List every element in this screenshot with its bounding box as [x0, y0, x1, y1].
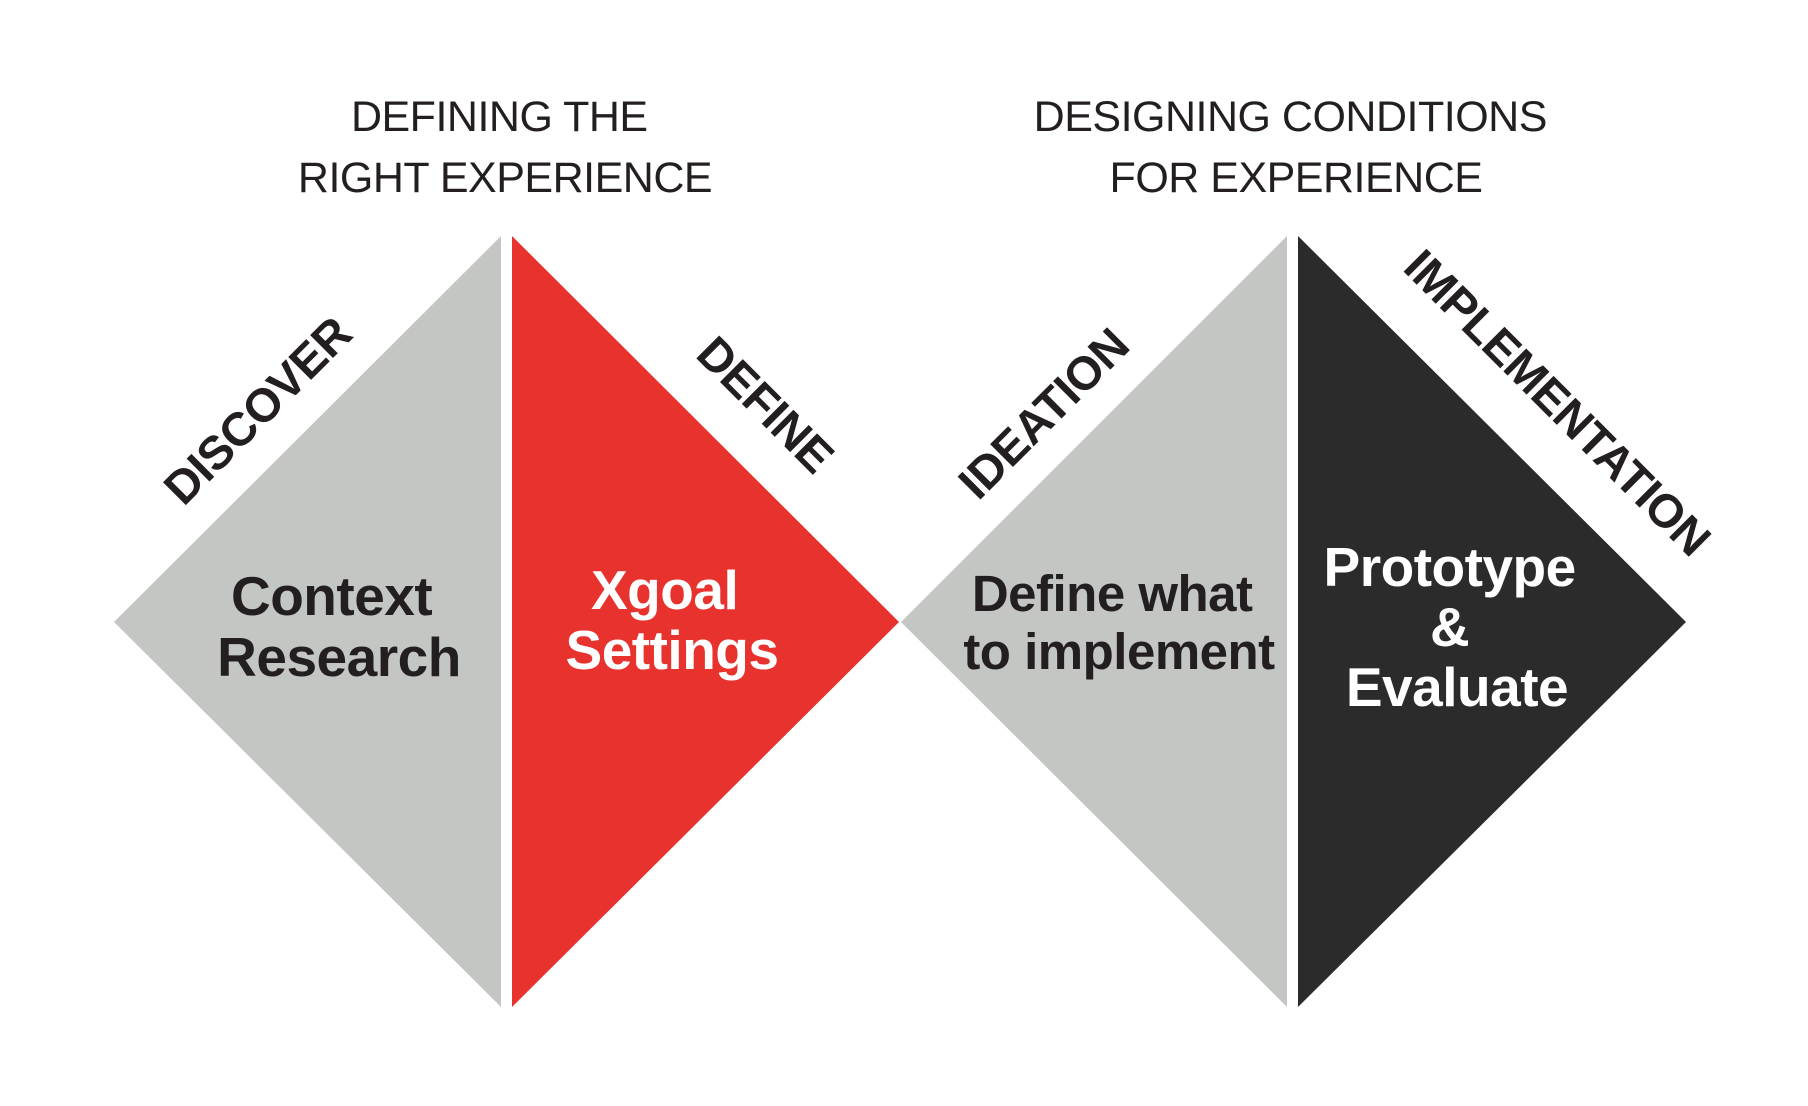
implementation-content-line-1: Prototype: [1324, 536, 1576, 598]
implementation-triangle: [1298, 236, 1686, 1007]
discover-triangle: [114, 236, 501, 1007]
define-content-line-2: Settings: [566, 619, 779, 681]
ideation-content-line-1: Define what: [972, 565, 1253, 622]
discover-content-line-2: Research: [217, 626, 461, 688]
right-header-line-1: DESIGNING CONDITIONS: [1034, 93, 1547, 141]
implementation-content: Prototype & Evaluate: [1324, 536, 1591, 718]
implementation-content-line-3: Evaluate: [1346, 656, 1568, 718]
discover-content: Context Research: [217, 565, 461, 688]
ideation-content-line-2: to implement: [963, 623, 1275, 680]
define-content: Xgoal Settings: [566, 559, 779, 681]
ideation-content: Define what to implement: [963, 565, 1275, 680]
right-header: DESIGNING CONDITIONS FOR EXPERIENCE: [1034, 93, 1559, 202]
left-header-line-1: DEFINING THE: [351, 93, 648, 141]
ideation-triangle: [901, 236, 1287, 1007]
implementation-content-line-2: &: [1430, 596, 1469, 658]
right-header-line-2: FOR EXPERIENCE: [1110, 154, 1483, 202]
left-header-line-2: RIGHT EXPERIENCE: [298, 154, 712, 202]
left-header: DEFINING THE RIGHT EXPERIENCE: [298, 93, 712, 202]
discover-content-line-1: Context: [231, 565, 432, 627]
define-triangle: [512, 236, 899, 1007]
define-content-line-1: Xgoal: [591, 559, 738, 621]
